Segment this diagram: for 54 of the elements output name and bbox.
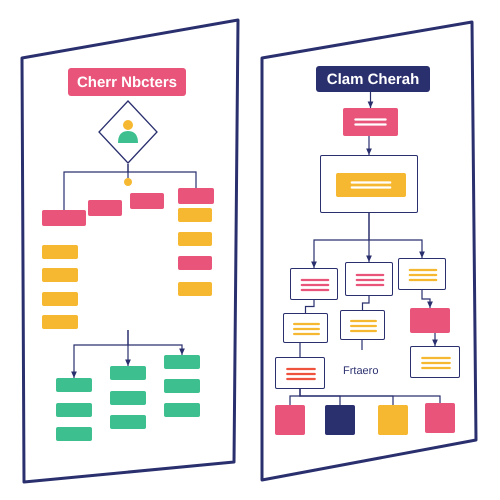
flow-box	[56, 427, 92, 441]
flow-box	[56, 378, 92, 392]
flow-box	[425, 403, 455, 433]
label-text: Frtaero	[343, 365, 378, 377]
flow-box	[42, 315, 78, 329]
flow-box	[178, 188, 214, 204]
flow-box	[325, 405, 355, 435]
flow-box	[110, 366, 146, 380]
card-box	[320, 155, 418, 213]
card-box	[283, 313, 328, 343]
connector-line	[361, 340, 363, 350]
connector-line	[421, 290, 433, 308]
connector-line	[432, 333, 438, 346]
connector-line	[304, 300, 315, 313]
card-box	[410, 346, 460, 378]
connector-line	[362, 296, 370, 310]
connector-line	[299, 343, 301, 357]
flow-box	[410, 308, 450, 333]
card-box	[275, 357, 325, 389]
board-panel	[260, 20, 480, 482]
flow-box	[164, 355, 200, 369]
flow-box	[164, 403, 200, 417]
flow-box	[178, 232, 212, 246]
connector-line	[299, 389, 441, 403]
connector-line	[368, 92, 374, 108]
flow-box	[56, 403, 92, 417]
flow-box	[336, 173, 406, 197]
decision-diamond	[98, 100, 158, 164]
flow-box	[275, 405, 305, 435]
card-box	[345, 262, 393, 296]
flow-box	[164, 379, 200, 393]
board-panel	[20, 20, 240, 482]
flow-box	[42, 210, 86, 226]
flow-box	[42, 292, 78, 306]
flow-box	[110, 415, 146, 429]
connector-line	[366, 136, 372, 155]
flow-box	[42, 245, 78, 259]
title-banner: Cherr Nbcters	[68, 68, 186, 96]
flow-box	[378, 405, 408, 435]
flow-box	[178, 208, 212, 222]
card-box	[340, 310, 385, 340]
card-box	[290, 268, 338, 300]
connector-line	[127, 330, 185, 355]
connector-line	[368, 213, 425, 258]
connector-line	[127, 164, 197, 188]
flow-box	[110, 391, 146, 405]
card-box	[398, 258, 446, 290]
flow-box	[178, 256, 212, 270]
flow-box	[178, 282, 212, 296]
flow-box	[343, 108, 398, 136]
flow-box	[130, 193, 164, 209]
flow-box	[42, 268, 78, 282]
title-banner: Clam Cherah	[316, 66, 430, 92]
flow-box	[88, 200, 122, 216]
